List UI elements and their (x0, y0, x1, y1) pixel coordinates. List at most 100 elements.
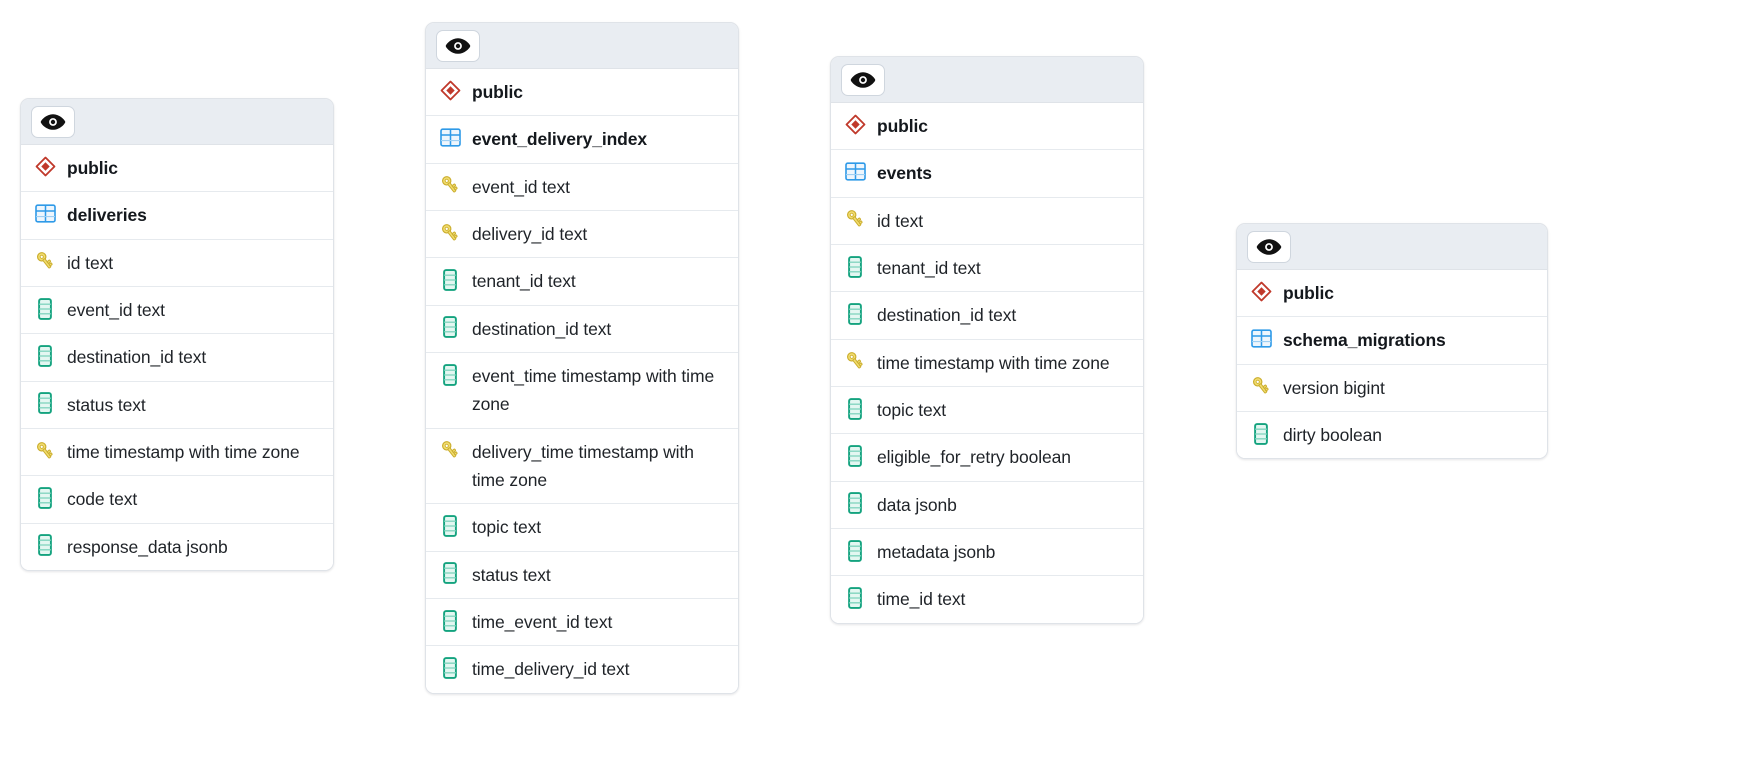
column-icon (439, 514, 461, 537)
schema-row[interactable]: public (426, 69, 738, 117)
column-row[interactable]: tenant_id text (426, 258, 738, 306)
column-icon (34, 297, 56, 320)
visibility-toggle-button[interactable] (841, 63, 885, 96)
column-icon-svg (443, 363, 457, 386)
key-icon (844, 350, 866, 373)
column-row[interactable]: time_delivery_id text (426, 646, 738, 693)
table-grid-icon (844, 160, 866, 183)
column-icon (1250, 422, 1272, 445)
column-icon (844, 397, 866, 420)
column-icon-svg (848, 445, 862, 467)
eye-icon (445, 37, 471, 55)
schema-diamond-icon-svg (845, 114, 865, 135)
column-icon (844, 492, 866, 515)
key-icon (439, 221, 461, 244)
column-row[interactable]: topic text (426, 504, 738, 552)
column-row[interactable]: id text (21, 239, 333, 288)
column-icon-svg (38, 487, 52, 509)
table-card-event_delivery_index[interactable]: public event_delivery_index event_id tex… (425, 22, 739, 694)
column-row[interactable]: time_id text (831, 576, 1143, 623)
column-icon-svg (38, 392, 52, 415)
column-row-label: time_event_id text (472, 612, 613, 633)
card-header-event_delivery_index (426, 23, 738, 69)
key-icon-svg (37, 441, 53, 458)
schema-row[interactable]: public (831, 103, 1143, 151)
table-card-deliveries[interactable]: public deliveries id text event_id text … (20, 98, 334, 572)
card-header-schema_migrations (1237, 224, 1547, 270)
table-name-row[interactable]: schema_migrations (1237, 317, 1547, 365)
column-icon-svg (848, 587, 862, 609)
column-icon (844, 255, 866, 278)
table-grid-icon (34, 202, 56, 225)
visibility-toggle-button[interactable] (31, 105, 75, 138)
column-row[interactable]: destination_id text (831, 292, 1143, 340)
eye-icon-svg (850, 71, 876, 88)
key-icon (439, 174, 461, 197)
column-row-label: tenant_id text (472, 271, 576, 292)
column-row[interactable]: delivery_id text (426, 211, 738, 259)
column-row-label: response_data jsonb (67, 536, 228, 557)
table-name-row-label: schema_migrations (1283, 330, 1446, 351)
column-row[interactable]: time_event_id text (426, 599, 738, 647)
column-row[interactable]: topic text (831, 387, 1143, 435)
table-card-events[interactable]: public events id text tenant_id text des… (830, 56, 1144, 624)
schema-row[interactable]: public (1237, 270, 1547, 318)
column-icon-svg (848, 255, 862, 278)
schema-diamond-icon (34, 155, 56, 178)
column-row[interactable]: event_time timestamp with time zone (426, 353, 738, 429)
column-row[interactable]: event_id text (21, 287, 333, 335)
column-icon-svg (848, 539, 862, 562)
eye-icon-svg (40, 113, 66, 130)
visibility-toggle-button[interactable] (1247, 230, 1291, 263)
table-card-schema_migrations[interactable]: public schema_migrations version bigint … (1236, 223, 1548, 460)
column-row[interactable]: eligible_for_retry boolean (831, 434, 1143, 482)
table-name-row[interactable]: events (831, 150, 1143, 198)
column-row[interactable]: tenant_id text (831, 245, 1143, 293)
column-row-label: dirty boolean (1283, 425, 1382, 446)
column-icon-svg (38, 534, 52, 557)
eye-icon (850, 71, 876, 89)
column-icon (439, 268, 461, 291)
column-row[interactable]: delivery_time timestamp with time zone (426, 428, 738, 505)
column-row[interactable]: destination_id text (21, 334, 333, 382)
schema-row-label: public (877, 116, 928, 136)
column-row[interactable]: data jsonb (831, 481, 1143, 530)
table-name-row-label: deliveries (67, 205, 147, 226)
column-row[interactable]: status text (21, 381, 333, 430)
column-row[interactable]: destination_id text (426, 305, 738, 354)
schema-diamond-icon (439, 79, 461, 102)
column-icon (844, 586, 866, 609)
key-icon-svg (442, 223, 458, 240)
table-name-row[interactable]: event_delivery_index (426, 116, 738, 164)
key-icon-svg (442, 176, 458, 193)
column-icon (844, 444, 866, 467)
schema-diamond-icon-svg (1251, 281, 1271, 302)
column-row[interactable]: time timestamp with time zone (831, 339, 1143, 388)
column-row[interactable]: dirty boolean (1237, 412, 1547, 459)
table-grid-icon-svg (844, 162, 866, 182)
column-row-label: tenant_id text (877, 258, 981, 279)
column-row[interactable]: id text (831, 197, 1143, 246)
column-row-label: time_delivery_id text (472, 659, 630, 680)
column-row[interactable]: metadata jsonb (831, 529, 1143, 577)
column-row[interactable]: code text (21, 476, 333, 524)
column-row[interactable]: status text (426, 551, 738, 600)
key-icon-svg (442, 441, 458, 458)
column-row-label: status text (67, 394, 146, 415)
column-row[interactable]: time timestamp with time zone (21, 429, 333, 477)
column-icon-svg (443, 657, 457, 679)
column-row[interactable]: response_data jsonb (21, 523, 333, 571)
schema-row[interactable]: public (21, 145, 333, 193)
column-row-label: delivery_time timestamp with time zone (472, 441, 694, 491)
column-icon (34, 534, 56, 557)
column-row-label: event_id text (472, 176, 570, 197)
column-row-label: delivery_id text (472, 224, 588, 245)
column-row-label: topic text (877, 400, 947, 421)
visibility-toggle-button[interactable] (436, 29, 480, 62)
column-row[interactable]: event_id text (426, 163, 738, 212)
column-row[interactable]: version bigint (1237, 364, 1547, 413)
table-name-row[interactable]: deliveries (21, 192, 333, 240)
table-name-row-label: event_delivery_index (472, 129, 648, 150)
column-row-label: destination_id text (877, 305, 1017, 326)
